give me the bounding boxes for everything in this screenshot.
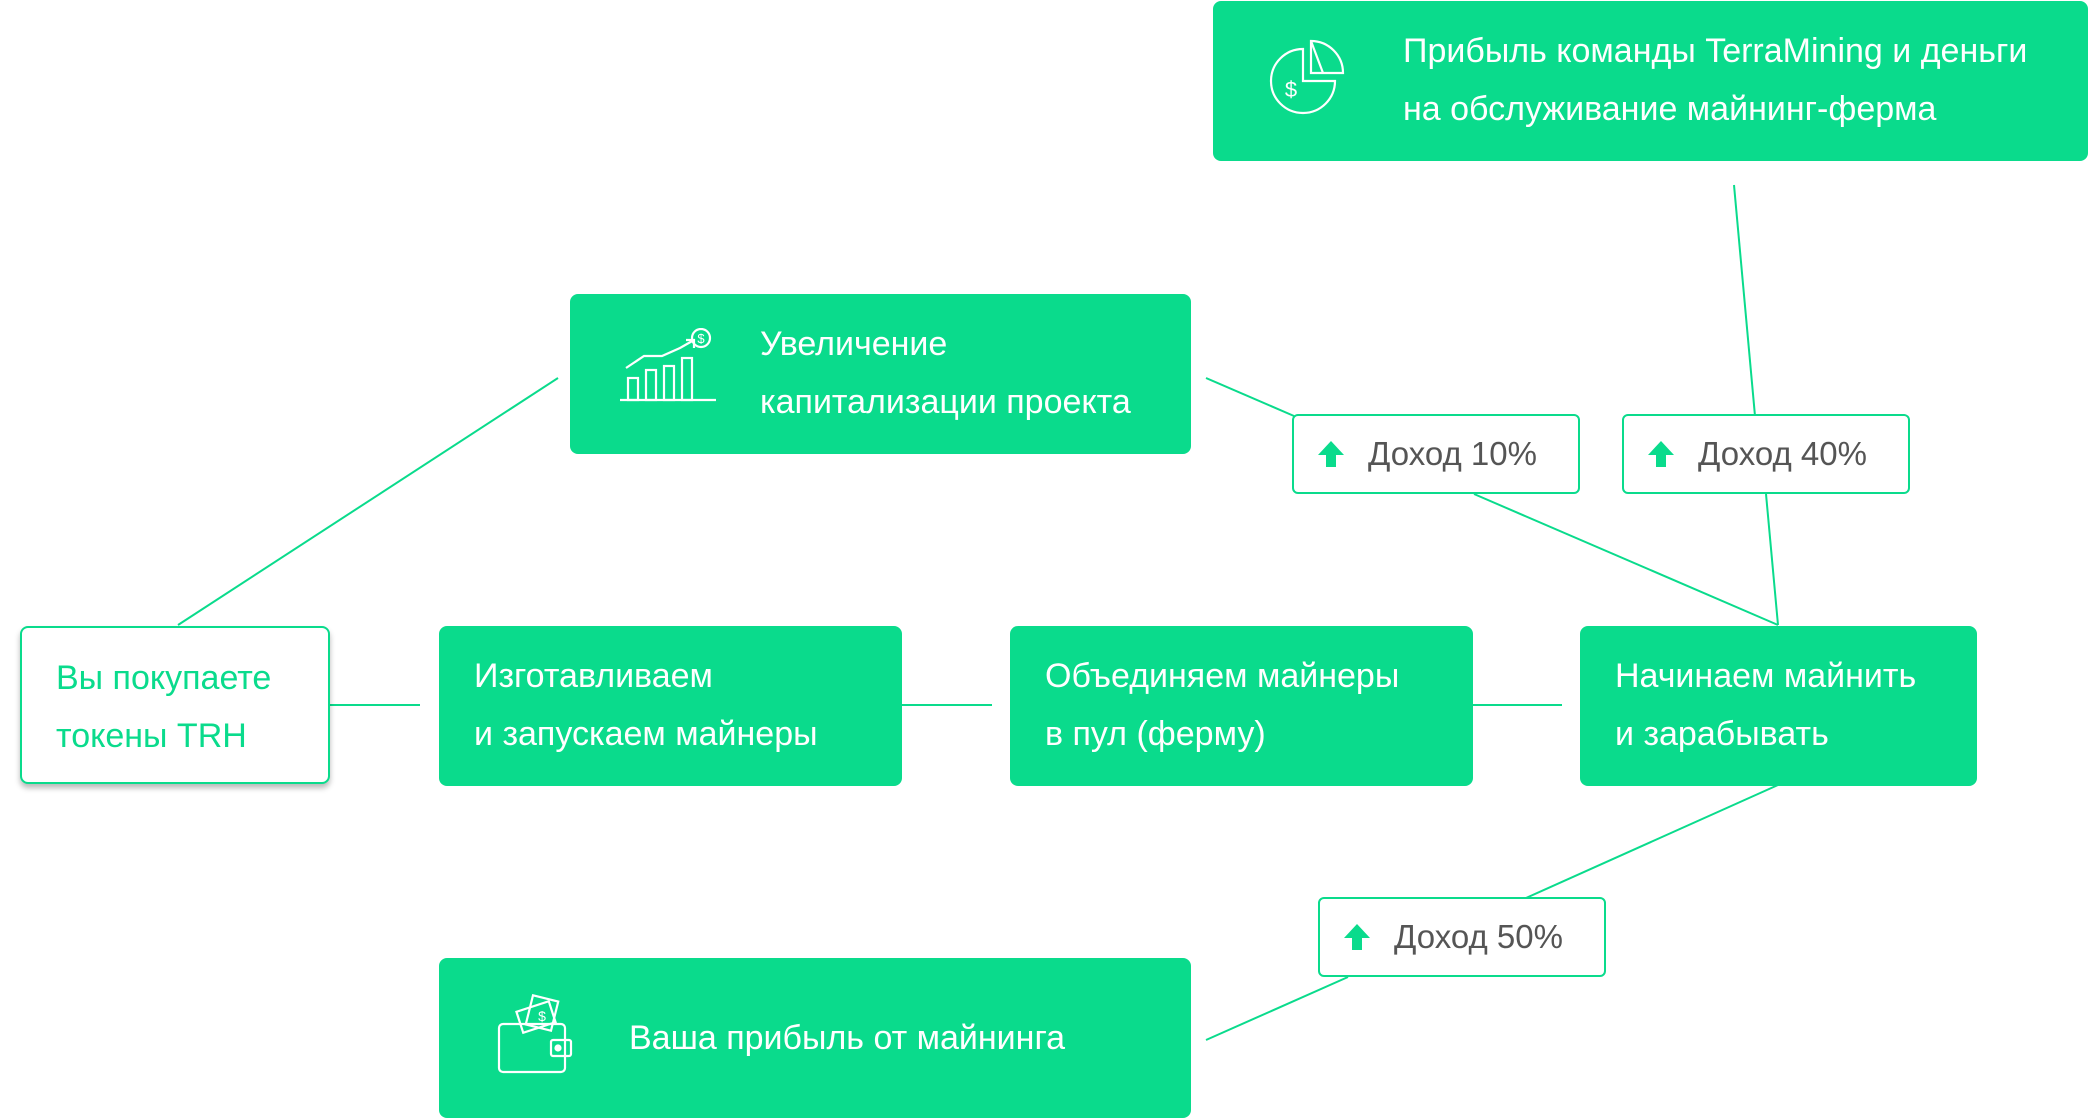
growth-chart-icon: $ bbox=[620, 328, 716, 402]
arrow-up-icon bbox=[1318, 441, 1344, 467]
connector-badge50-to-your-profit bbox=[1205, 976, 1349, 1041]
svg-text:$: $ bbox=[1285, 77, 1297, 102]
capitalization-line1: Увеличение bbox=[760, 325, 948, 363]
wallet-icon: $ bbox=[497, 994, 573, 1074]
step-line1: Начинаем майнить bbox=[1615, 657, 1917, 695]
team-profit-line2: на обслуживание майнинг-ферма bbox=[1403, 90, 1937, 128]
step-manufacture-miners: Изготавливаем и запускаем майнеры bbox=[439, 626, 902, 786]
capitalization-box: $ Увеличение капитализации проекта bbox=[570, 294, 1191, 454]
capitalization-line2: капитализации проекта bbox=[760, 383, 1131, 421]
your-profit-label: Ваша прибыль от майнинга bbox=[629, 1019, 1066, 1057]
connector-badge10-to-step3 bbox=[1473, 493, 1779, 626]
step-line2: в пул (ферму) bbox=[1045, 715, 1266, 753]
start-box-line2: токены TRH bbox=[56, 717, 247, 755]
connector-capitalization-to-badge10 bbox=[1205, 377, 1295, 417]
svg-text:$: $ bbox=[538, 1008, 546, 1024]
income-badge-50: Доход 50% bbox=[1318, 897, 1606, 977]
start-box-line1: Вы покупаете bbox=[56, 659, 272, 697]
income-badge-label: Доход 10% bbox=[1368, 435, 1537, 472]
step-combine-miners-pool: Объединяем майнеры в пул (ферму) bbox=[1010, 626, 1473, 786]
income-badge-label: Доход 50% bbox=[1394, 918, 1563, 955]
step-line2: и зарабывать bbox=[1615, 715, 1829, 753]
income-badge-40: Доход 40% bbox=[1622, 414, 1910, 494]
step-start-mining: Начинаем майнить и зарабывать bbox=[1580, 626, 1977, 786]
step-line1: Объединяем майнеры bbox=[1045, 657, 1400, 695]
step-line1: Изготавливаем bbox=[474, 657, 713, 695]
your-profit-box: $ Ваша прибыль от майнинга bbox=[439, 958, 1191, 1118]
start-box-buy-tokens: Вы покупаете токены TRH bbox=[20, 626, 330, 784]
connector-team-to-badge40 bbox=[1733, 184, 1756, 417]
connector-badge40-to-step3 bbox=[1765, 493, 1779, 626]
connector-start-to-capitalization bbox=[177, 377, 559, 626]
arrow-up-icon bbox=[1344, 924, 1370, 950]
svg-text:$: $ bbox=[697, 331, 705, 346]
arrow-up-icon bbox=[1648, 441, 1674, 467]
income-badge-label: Доход 40% bbox=[1698, 435, 1867, 472]
connector-step3-to-badge50 bbox=[1525, 784, 1779, 899]
step-line2: и запускаем майнеры bbox=[474, 715, 818, 753]
team-profit-line1: Прибыль команды TerraMining и деньги bbox=[1403, 32, 2028, 70]
team-profit-box: $ Прибыль команды TerraMining и деньги н… bbox=[1213, 1, 2088, 161]
pie-chart-icon: $ bbox=[1269, 39, 1345, 115]
income-badge-10: Доход 10% bbox=[1292, 414, 1580, 494]
